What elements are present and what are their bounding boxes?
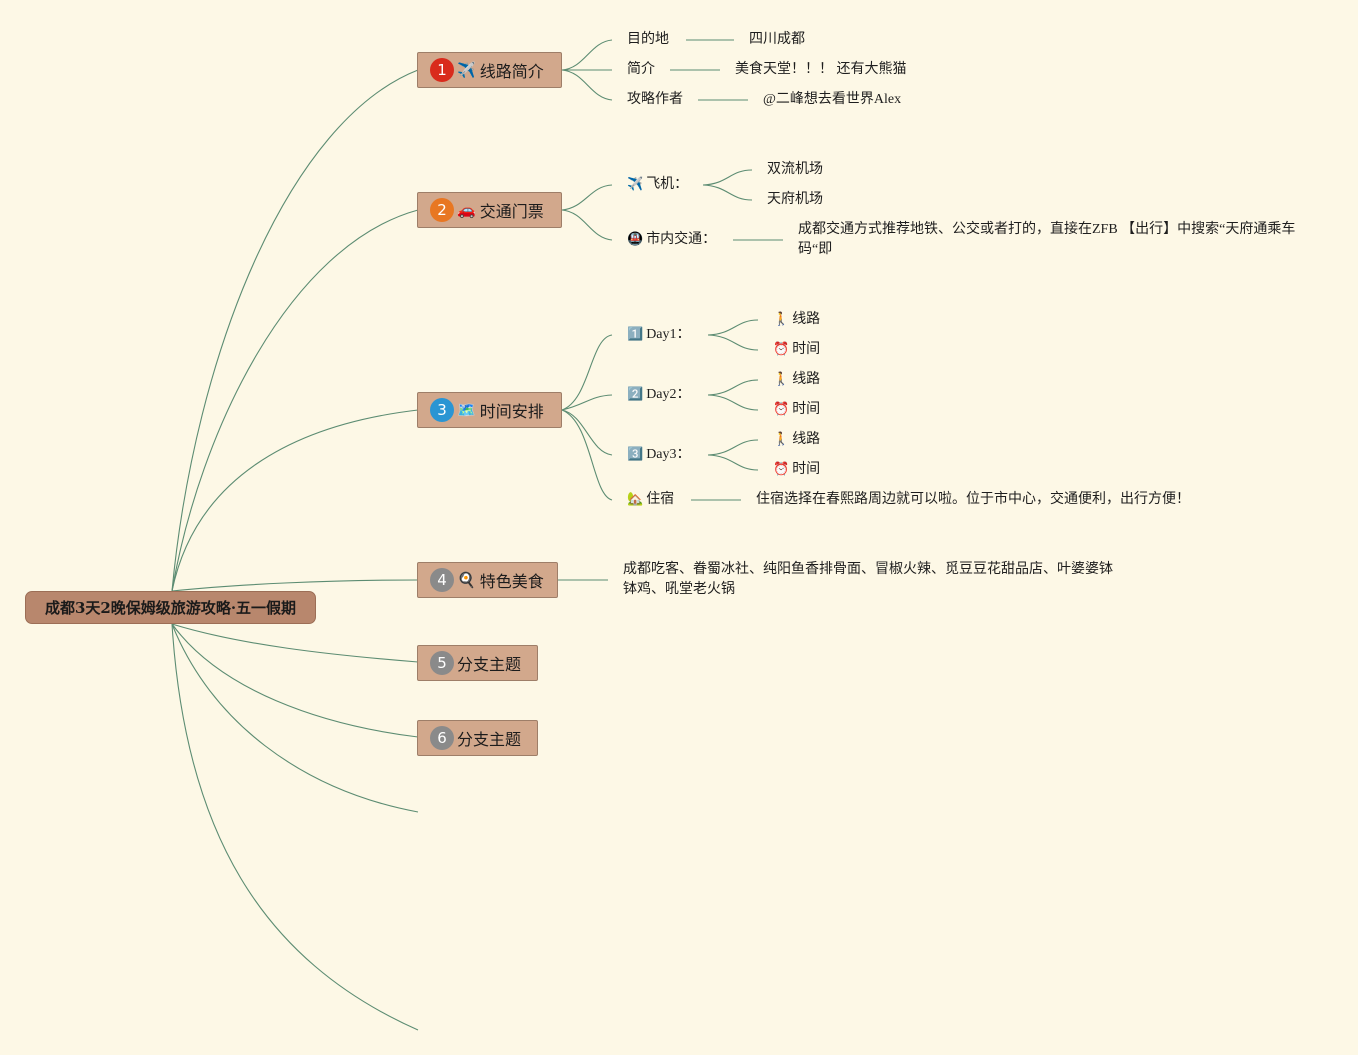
walking-icon: 🚶 (773, 432, 790, 447)
link-root-empty2 (171, 623, 419, 1031)
walking-icon: 🚶 (773, 312, 790, 327)
link-root-b6 (171, 623, 419, 738)
subtopic-day2[interactable]: 2️⃣Day2： (627, 387, 691, 402)
link-b2-plane-b (702, 184, 753, 201)
subtopic-day3[interactable]: 3️⃣Day3： (627, 447, 691, 462)
link-root-b3 (171, 409, 419, 592)
link-d3-b (707, 454, 759, 471)
branch-label: 交通门票 (479, 202, 544, 221)
link-root-b2 (171, 209, 419, 592)
branch-transport-tickets[interactable]: 2 🚗 交通门票 (417, 192, 562, 228)
subtopic-author[interactable]: 攻略作者 (627, 92, 683, 107)
airplane-icon: ✈️ (457, 61, 476, 79)
badge-1: 1 (430, 58, 454, 82)
day2-time[interactable]: ⏰时间 (773, 402, 821, 417)
branch-topic-6[interactable]: 6 分支主题 (417, 720, 538, 756)
badge-2: 2 (430, 198, 454, 222)
car-icon: 🚗 (457, 201, 476, 219)
branch-topic-5[interactable]: 5 分支主题 (417, 645, 538, 681)
subtopic-city-transport-value[interactable]: 成都交通方式推荐地铁、公交或者打的，直接在ZFB 【出行】中搜索“天府通乘车码“… (798, 222, 1296, 257)
badge-6: 6 (430, 726, 454, 750)
subtopic-destination-value[interactable]: 四川成都 (749, 32, 805, 47)
day1-time[interactable]: ⏰时间 (773, 342, 821, 357)
day2-route[interactable]: 🚶线路 (773, 372, 821, 387)
badge-5: 5 (430, 651, 454, 675)
alarm-clock-icon: ⏰ (773, 402, 790, 417)
central-topic[interactable]: 成都3天2晚保姆级旅游攻略·五一假期 (25, 591, 316, 624)
metro-icon: 🚇 (627, 232, 644, 247)
link-b3-d3 (561, 409, 613, 456)
link-b3-stay (561, 409, 613, 501)
link-b3-d2 (561, 394, 613, 411)
link-root-b5 (171, 623, 419, 663)
subtopic-city-transport[interactable]: 🚇市内交通： (627, 232, 717, 247)
link-b2-c2 (561, 209, 613, 241)
badge-4: 4 (430, 568, 454, 592)
link-root-b4 (171, 579, 419, 592)
house-icon: 🏡 (627, 492, 644, 507)
branch-label: 分支主题 (457, 730, 522, 749)
subtopic-destination[interactable]: 目的地 (627, 32, 669, 47)
badge-3: 3 (430, 398, 454, 422)
subtopic-intro[interactable]: 简介 (627, 62, 655, 77)
link-d2-b (707, 394, 759, 411)
link-b3-d1 (561, 334, 613, 411)
day1-route[interactable]: 🚶线路 (773, 312, 821, 327)
day3-time[interactable]: ⏰时间 (773, 462, 821, 477)
subtopic-author-value[interactable]: @二峰想去看世界Alex (763, 92, 902, 107)
subtopic-tianfu-airport[interactable]: 天府机场 (767, 192, 823, 207)
central-topic-label: 成都3天2晚保姆级旅游攻略·五一假期 (44, 599, 297, 617)
day3-route[interactable]: 🚶线路 (773, 432, 821, 447)
alarm-clock-icon: ⏰ (773, 342, 790, 357)
branch-route-intro[interactable]: 1 ✈️ 线路简介 (417, 52, 562, 88)
link-b1-c3 (561, 69, 613, 101)
branch-label: 线路简介 (479, 62, 544, 81)
link-b2-c1 (561, 184, 613, 211)
branch-label: 特色美食 (479, 572, 544, 591)
keycap-3-icon: 3️⃣ (627, 447, 644, 462)
subtopic-stay-value[interactable]: 住宿选择在春熙路周边就可以啦。位于市中心，交通便利，出行方便！ (756, 492, 1190, 507)
subtopic-plane[interactable]: ✈️飞机： (627, 177, 689, 192)
link-d1-b (707, 334, 759, 351)
subtopic-stay[interactable]: 🏡住宿 (627, 492, 675, 507)
subtopic-intro-value[interactable]: 美食天堂！！！ 还有大熊猫 (735, 62, 907, 77)
subtopic-day1[interactable]: 1️⃣Day1： (627, 327, 691, 342)
map-icon: 🗺️ (457, 401, 476, 419)
alarm-clock-icon: ⏰ (773, 462, 790, 477)
link-b2-plane-a (702, 169, 753, 186)
subtopic-food-list[interactable]: 成都吃客、眷蜀冰社、纯阳鱼香排骨面、冒椒火辣、觅豆豆花甜品店、叶婆婆钵钵鸡、吼堂… (623, 562, 1113, 597)
airplane-icon: ✈️ (627, 177, 644, 192)
branch-label: 时间安排 (479, 402, 544, 421)
link-root-b1 (171, 69, 419, 592)
link-b1-c1 (561, 39, 613, 71)
branch-schedule[interactable]: 3 🗺️ 时间安排 (417, 392, 562, 428)
link-d3-a (707, 439, 759, 456)
link-d1-a (707, 319, 759, 336)
branch-label: 分支主题 (457, 655, 522, 674)
keycap-2-icon: 2️⃣ (627, 387, 644, 402)
walking-icon: 🚶 (773, 372, 790, 387)
link-root-empty1 (171, 623, 419, 813)
branch-local-food[interactable]: 4 🍳 特色美食 (417, 562, 558, 598)
link-d2-a (707, 379, 759, 396)
keycap-1-icon: 1️⃣ (627, 327, 644, 342)
frying-pan-icon: 🍳 (457, 571, 476, 589)
subtopic-shuangliu-airport[interactable]: 双流机场 (767, 162, 823, 177)
